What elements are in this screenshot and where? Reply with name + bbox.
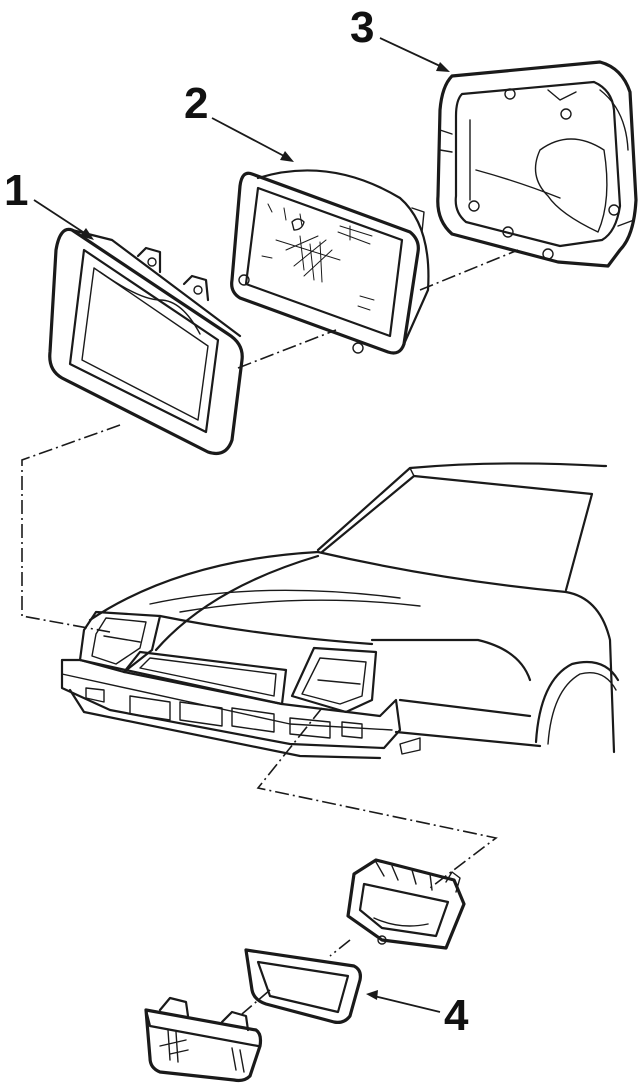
callout-3-label: 3 — [350, 3, 374, 52]
leader-lines — [21, 249, 519, 1015]
car-front-body — [60, 462, 620, 760]
callout-4-arrow — [366, 990, 441, 1013]
callout-4-label: 4 — [444, 991, 469, 1040]
callout-1-label: 1 — [4, 166, 28, 215]
sealed-beam-headlamp — [230, 169, 430, 355]
park-lamp-assembly — [144, 996, 263, 1083]
park-lamp-lens — [244, 948, 362, 1024]
callout-2-arrow — [211, 117, 294, 162]
headlamp-bezel — [48, 227, 244, 456]
headlamp-mounting-bracket — [436, 60, 638, 268]
callout-3-arrow — [379, 37, 450, 72]
park-lamp-housing — [346, 858, 466, 950]
callout-2-label: 2 — [184, 79, 208, 128]
